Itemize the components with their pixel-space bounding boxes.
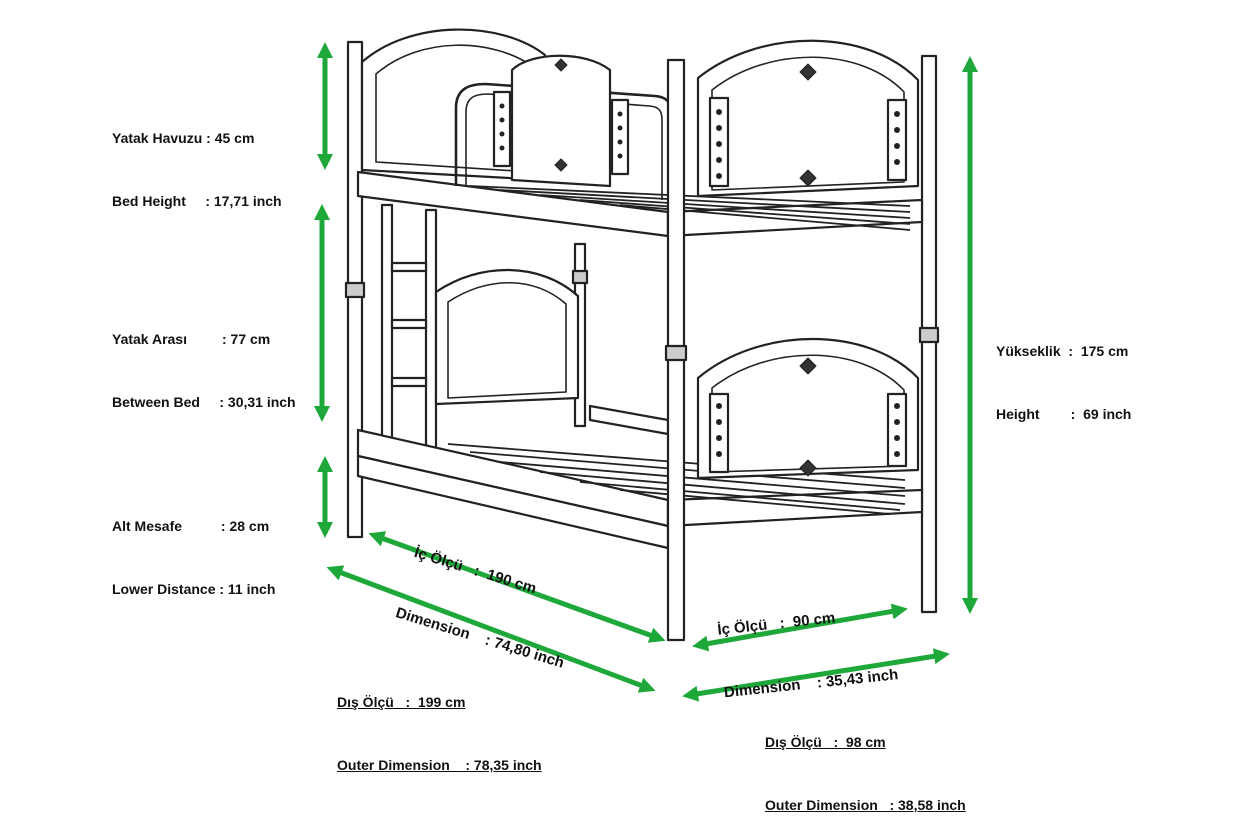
label-outer-length: Dış Ölçü : 199 cm Outer Dimension : 78,3… [337, 650, 542, 797]
bed-height-en: Bed Height : 17,71 inch [112, 193, 282, 209]
arrow-outer-length [326, 565, 656, 693]
label-bed-height: Yatak Havuzu : 45 cm Bed Height : 17,71 … [112, 86, 282, 233]
outer-width-tr: Dış Ölçü : 98 cm [765, 734, 886, 750]
ladder [380, 203, 438, 452]
label-outer-width: Dış Ölçü : 98 cm Outer Dimension : 38,58… [765, 690, 966, 837]
height-tr: Yükseklik : 175 cm [996, 343, 1129, 359]
outer-length-tr: Dış Ölçü : 199 cm [337, 694, 466, 710]
outer-width-en: Outer Dimension : 38,58 inch [765, 797, 966, 813]
lower-distance-en: Lower Distance : 11 inch [112, 581, 276, 597]
upper-head-panel [696, 39, 920, 198]
outer-length-en: Outer Dimension : 78,35 inch [337, 757, 542, 773]
bunk-bed-drawing [344, 28, 940, 642]
lower-head-panel [696, 338, 920, 480]
upper-frame-side [356, 170, 670, 238]
lower-distance-tr: Alt Mesafe : 28 cm [112, 518, 270, 534]
label-lower-distance: Alt Mesafe : 28 cm Lower Distance : 11 i… [112, 474, 275, 621]
arrow-inner-width [692, 603, 908, 652]
between-bed-en: Between Bed : 30,31 inch [112, 394, 296, 410]
bed-height-tr: Yatak Havuzu : 45 cm [112, 130, 255, 146]
arrow-outer-width [682, 648, 950, 702]
lower-left-panel [434, 268, 580, 406]
label-height: Yükseklik : 175 cm Height : 69 inch [996, 299, 1131, 446]
height-en: Height : 69 inch [996, 406, 1132, 422]
between-bed-tr: Yatak Arası : 77 cm [112, 331, 271, 347]
inner-length-tr: İç Ölçü : 190 cm [412, 544, 539, 598]
bunk-bed-diagram [313, 28, 979, 702]
upper-middle-panel [510, 54, 612, 188]
label-between-bed: Yatak Arası : 77 cm Between Bed : 30,31 … [112, 287, 296, 434]
inner-width-tr: İç Ölçü : 90 cm [716, 609, 837, 639]
